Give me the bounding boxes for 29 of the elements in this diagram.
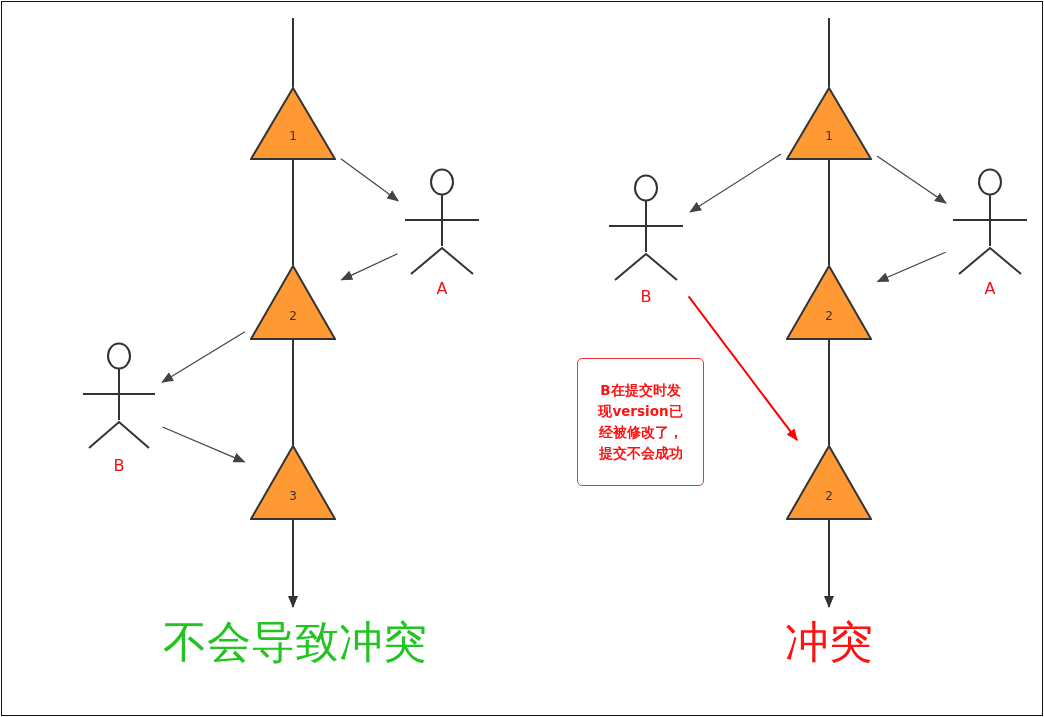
note-box: B在提交时发现version已经被修改了，提交不会成功 (577, 358, 704, 486)
timeline-line (292, 159, 294, 266)
person-label: A (983, 280, 997, 298)
timeline-line (828, 339, 830, 446)
version-triangle: 3 (250, 445, 336, 520)
version-triangle: 1 (786, 87, 872, 160)
person-label: B (112, 457, 126, 475)
person-label: A (435, 280, 449, 298)
timeline-line (828, 159, 830, 266)
arrow (161, 426, 246, 463)
arrow (876, 155, 947, 204)
version-triangle: 2 (786, 445, 872, 520)
arrow (876, 251, 947, 283)
version-triangle: 1 (250, 87, 336, 160)
version-triangle: 2 (786, 265, 872, 340)
person-label: B (639, 288, 653, 306)
timeline-line (828, 17, 830, 88)
result-heading: 冲突 (769, 607, 889, 677)
arrow (687, 295, 799, 442)
timeline-line (824, 519, 834, 608)
arrow (340, 253, 399, 281)
result-heading: 不会导致冲突 (163, 607, 423, 677)
timeline-line (288, 519, 298, 608)
version-triangle: 2 (250, 265, 336, 340)
timeline-line (292, 17, 294, 88)
arrow (340, 158, 399, 202)
arrow (161, 331, 246, 383)
arrow (689, 153, 782, 213)
timeline-line (292, 339, 294, 446)
